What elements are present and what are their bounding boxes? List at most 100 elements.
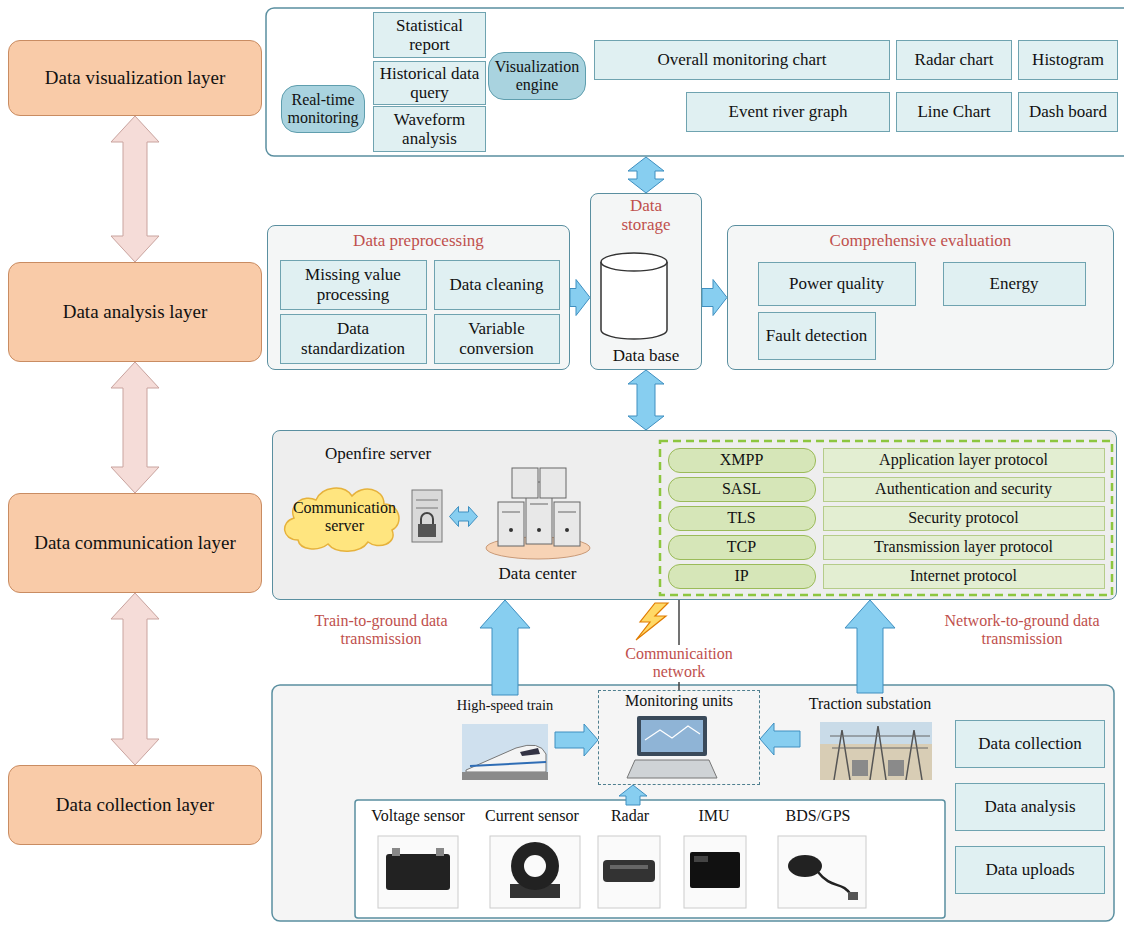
group-panel: Data preprocessingMissing value processi… [267, 225, 570, 370]
function-label: Fault detection [766, 326, 868, 345]
storage-box: Data storageData base [590, 193, 702, 370]
function-label: Data collection [978, 734, 1081, 753]
device-label: Current sensor [485, 807, 579, 825]
protocol-name: XMPP [720, 451, 764, 469]
layer-arrow [111, 116, 159, 262]
function-label: Histogram [1032, 50, 1104, 69]
data-center-node: Data center [478, 465, 598, 585]
protocol-pill: XMPP [668, 448, 816, 473]
monitoring-unit-picture [627, 716, 717, 778]
function-box: Missing value processing [280, 260, 427, 310]
function-box: Power quality [758, 262, 916, 306]
protocol-box: Transmission layer protocol [823, 535, 1105, 560]
function-box: Statistical report [373, 12, 486, 58]
function-box: Energy [943, 262, 1086, 306]
protocol-label: Transmission layer protocol [874, 538, 1053, 556]
gps-antenna-picture [778, 836, 866, 908]
protocol-pill: TLS [668, 506, 816, 531]
function-label: Radar chart [915, 50, 994, 69]
edge-label: Communicaition network [604, 645, 754, 682]
protocol-name: IP [734, 567, 748, 585]
substation-picture [820, 722, 932, 780]
flow-arrow [570, 280, 590, 316]
flow-arrow [619, 785, 647, 805]
function-label: Statistical report [379, 16, 480, 54]
edge-label: Train-to-ground data transmission [292, 612, 470, 649]
protocol-box: Security protocol [823, 506, 1105, 531]
protocol-label: Internet protocol [910, 567, 1017, 585]
protocol-box: Application layer protocol [823, 448, 1105, 473]
panel-heading: Data preprocessing [268, 231, 569, 251]
function-label: Power quality [789, 274, 884, 293]
group-panel: Comprehensive evaluationPower quality Ene… [727, 225, 1114, 370]
server-icon [412, 490, 442, 542]
flow-arrow [760, 723, 800, 755]
function-box: Data collection [955, 720, 1105, 768]
function-box: Data cleaning [434, 260, 560, 310]
device-node: Voltage sensor [362, 805, 474, 915]
function-box: Line Chart [896, 92, 1012, 132]
function-box: Data analysis [955, 783, 1105, 831]
layer-arrow [111, 593, 159, 765]
layer-box: Data analysis layer [8, 262, 262, 362]
device-node: Traction substation [800, 693, 940, 785]
flow-arrow [845, 600, 895, 693]
function-label: Waveform analysis [379, 110, 480, 148]
function-box: Historical data query [373, 61, 486, 105]
protocol-box: Authentication and security [823, 477, 1105, 502]
function-box: Radar chart [896, 40, 1012, 80]
collection-panel [272, 685, 1114, 921]
module-pill: Visualization engine [488, 52, 586, 100]
storage-label: Data base [613, 347, 680, 366]
lightning-symbol [636, 603, 668, 640]
flow-arrow [702, 280, 727, 316]
flow-arrow [555, 724, 598, 756]
data-center-icon [486, 468, 590, 559]
layer-box: Data visualization layer [8, 40, 262, 116]
function-box: Histogram [1018, 40, 1118, 80]
sensor-frame [355, 800, 945, 918]
protocol-frame [660, 441, 1112, 595]
icon-label: Data center [499, 564, 577, 584]
layer-label: Data communication layer [34, 532, 236, 555]
device-label: Traction substation [809, 695, 932, 713]
server-cloud: Communication server [278, 478, 450, 556]
function-box: Variable conversion [434, 314, 560, 364]
device-label: Radar [611, 807, 649, 825]
storage-label: Data storage [606, 197, 686, 234]
protocol-name: SASL [722, 480, 761, 498]
layer-label: Data collection layer [56, 794, 214, 817]
protocol-name: TLS [727, 509, 755, 527]
device-node: IMU [676, 805, 752, 915]
protocol-name: TCP [727, 538, 756, 556]
module-label: Visualization engine [493, 58, 581, 93]
layer-box: Data communication layer [8, 493, 262, 593]
protocol-box: Internet protocol [823, 564, 1105, 589]
function-box: Event river graph [686, 92, 890, 132]
function-box: Dash board [1018, 92, 1118, 132]
device-label: Voltage sensor [371, 807, 464, 825]
protocol-label: Authentication and security [875, 480, 1052, 498]
cloud-label: Communication server [290, 499, 400, 534]
device-node: Current sensor [478, 805, 586, 915]
function-label: Data uploads [985, 860, 1074, 879]
function-label: Data standardization [286, 319, 421, 357]
protocol-pill: SASL [668, 477, 816, 502]
edge-label: Network-to-ground data transmission [932, 612, 1112, 649]
protocol-pill: IP [668, 564, 816, 589]
storage-ground [590, 193, 702, 370]
function-label: Event river graph [729, 102, 848, 121]
function-label: Missing value processing [286, 265, 421, 303]
flow-arrow [480, 600, 530, 695]
function-label: Variable conversion [440, 319, 554, 357]
device-node: BDS/GPS [762, 805, 874, 915]
imu-picture [684, 836, 746, 908]
module-pill: Real-time monitoring [281, 85, 365, 133]
panel-heading: Comprehensive evaluation [728, 231, 1113, 251]
function-label: Data cleaning [450, 275, 544, 294]
voltage-sensor-picture [378, 836, 458, 908]
communication-panel-ground [272, 430, 1117, 600]
function-box: Overall monitoring chart [594, 40, 890, 80]
function-label: Line Chart [917, 102, 990, 121]
protocol-label: Security protocol [908, 509, 1019, 527]
